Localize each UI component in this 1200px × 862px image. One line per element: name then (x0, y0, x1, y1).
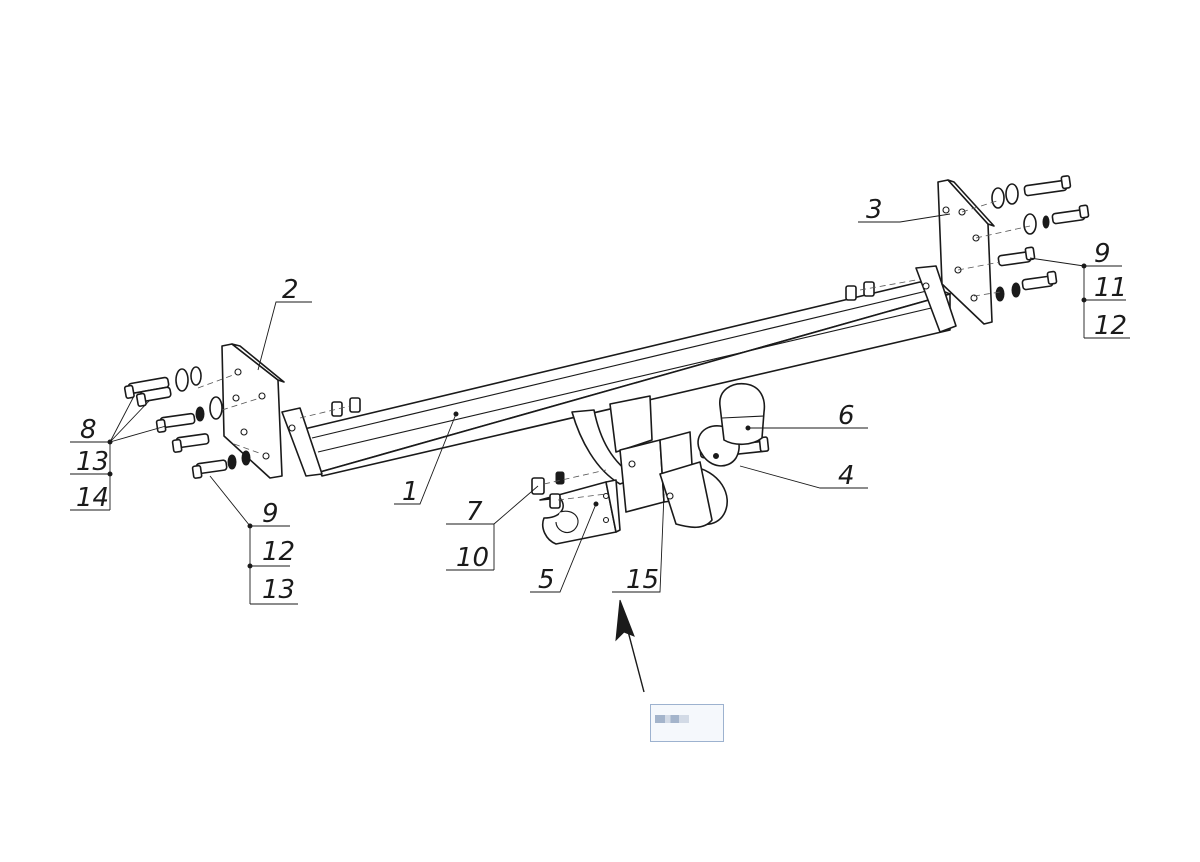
left-bolts (123, 366, 263, 479)
callout-leaders (70, 213, 1130, 605)
bolt-icon (191, 459, 228, 479)
socket-bracket (539, 479, 621, 545)
callout-11: 11 (1094, 273, 1127, 303)
callout-12-right: 12 (1094, 311, 1127, 341)
callout-12-left: 12 (262, 537, 295, 567)
callout-2: 2 (282, 275, 299, 305)
right-bracket-plate (937, 179, 995, 325)
callout-13-upper: 13 (76, 447, 109, 477)
bolt-icon (155, 412, 196, 433)
right-nuts (845, 279, 917, 301)
bolt-icon (135, 386, 172, 407)
bolt-icon (1051, 204, 1090, 225)
callout-3: 3 (866, 195, 883, 225)
callout-15: 15 (626, 565, 659, 595)
callout-1: 1 (402, 477, 419, 507)
bolt-icon (1023, 175, 1072, 197)
callout-7: 7 (466, 497, 483, 527)
logo-stamp (650, 704, 724, 742)
callout-8: 8 (80, 415, 97, 445)
callout-9-right: 9 (1094, 239, 1111, 269)
callout-4: 4 (838, 461, 855, 491)
callout-14: 14 (76, 483, 109, 513)
callout-5: 5 (538, 565, 555, 595)
logo-mark (655, 715, 689, 723)
bolt-icon (1021, 270, 1058, 291)
left-bracket-plate (221, 343, 285, 479)
callout-10: 10 (456, 543, 489, 573)
callout-13-lower: 13 (262, 575, 295, 605)
tow-bar-neck (571, 395, 728, 529)
left-nuts (299, 397, 361, 419)
crossbar-tube (281, 265, 957, 477)
callout-6: 6 (838, 401, 855, 431)
ball-cap (719, 382, 766, 446)
callout-9-left: 9 (262, 499, 279, 529)
bolt-icon (997, 246, 1036, 267)
bolt-icon (171, 433, 210, 453)
direction-arrow-icon (615, 599, 645, 693)
washer-icon (175, 368, 189, 392)
right-bolts (957, 175, 1090, 302)
callout-labels: 1 2 3 4 5 6 7 8 9 9 10 11 12 12 13 13 14… (76, 195, 1127, 605)
